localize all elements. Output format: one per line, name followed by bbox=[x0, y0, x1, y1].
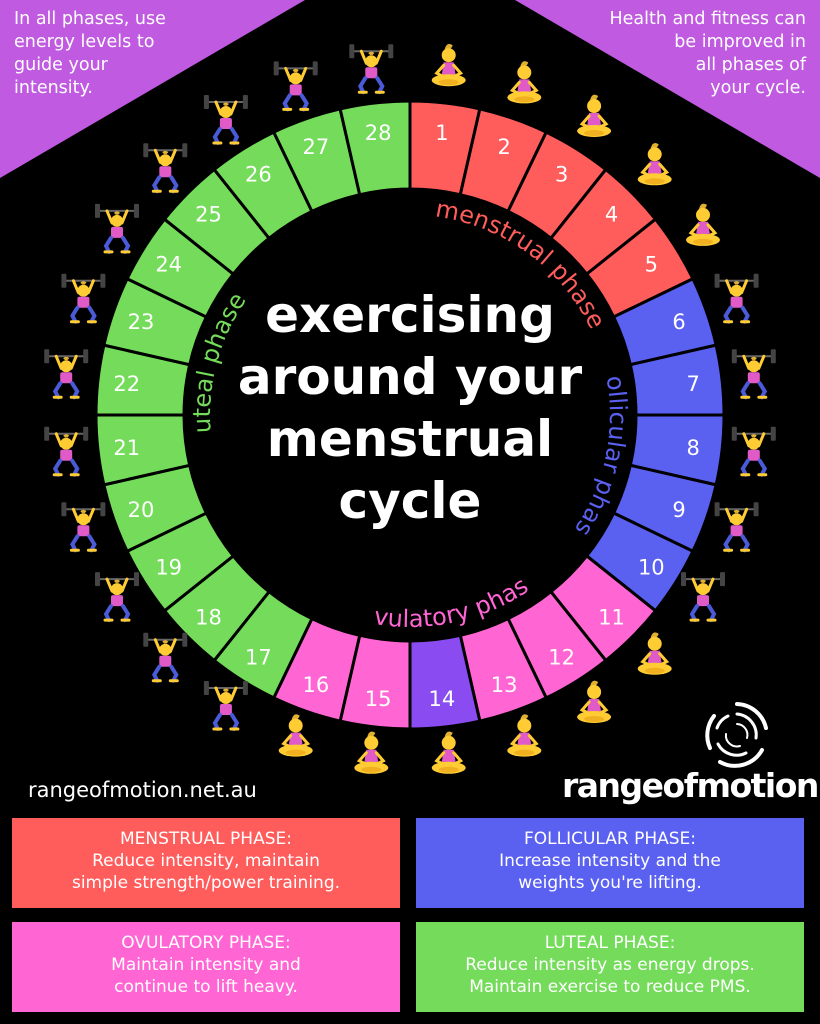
note-line: guide your bbox=[14, 55, 108, 75]
box-line: continue to lift heavy. bbox=[114, 977, 298, 997]
luteal-phase-box: LUTEAL PHASE: Reduce intensity as energy… bbox=[416, 922, 804, 1012]
meditation-icon bbox=[507, 714, 542, 757]
day-number: 12 bbox=[548, 645, 575, 669]
day-number: 8 bbox=[687, 436, 700, 460]
top-left-corner-banner bbox=[0, 0, 305, 178]
top-right-corner-banner bbox=[515, 0, 820, 178]
brand-name: rangeofmotion bbox=[562, 766, 819, 805]
day-number: 15 bbox=[365, 687, 392, 711]
website-url: rangeofmotion.net.au bbox=[28, 778, 257, 802]
box-title: LUTEAL PHASE: bbox=[544, 933, 676, 953]
note-line: your cycle. bbox=[710, 78, 806, 98]
top-left-note: In all phases, use energy levels to guid… bbox=[14, 8, 166, 100]
weightlifter-icon bbox=[61, 273, 106, 324]
weightlifter-icon bbox=[731, 426, 776, 477]
day-number: 11 bbox=[598, 606, 625, 630]
day-number: 19 bbox=[155, 556, 182, 580]
day-number: 22 bbox=[113, 372, 140, 396]
day-number: 28 bbox=[365, 121, 392, 145]
weightlifter-icon bbox=[203, 95, 248, 145]
title-line: around your bbox=[238, 348, 583, 406]
day-number: 17 bbox=[245, 645, 272, 669]
title-line: menstrual bbox=[267, 410, 553, 468]
day-number: 14 bbox=[429, 687, 456, 711]
meditation-icon bbox=[637, 142, 672, 186]
weightlifter-icon bbox=[44, 426, 89, 477]
day-number: 16 bbox=[303, 673, 330, 697]
weightlifter-icon bbox=[349, 44, 394, 95]
weightlifter-icon bbox=[61, 502, 106, 553]
day-number: 10 bbox=[638, 556, 665, 580]
day-number: 25 bbox=[195, 202, 222, 226]
meditation-icon bbox=[278, 714, 313, 757]
note-line: intensity. bbox=[14, 78, 93, 98]
weightlifter-icon bbox=[714, 273, 759, 324]
meditation-icon bbox=[686, 203, 720, 246]
day-number: 9 bbox=[672, 498, 685, 522]
day-segment-28 bbox=[338, 99, 412, 197]
note-line: all phases of bbox=[695, 55, 806, 75]
weightlifter-icon bbox=[273, 61, 318, 112]
day-number: 1 bbox=[435, 121, 448, 145]
follicular-phase-box: FOLLICULAR PHASE: Increase intensity and… bbox=[416, 818, 804, 908]
box-line: simple strength/power training. bbox=[71, 873, 341, 893]
weightlifter-icon bbox=[95, 572, 139, 623]
day-number: 7 bbox=[687, 372, 700, 396]
cycle-ring: 1234567891011121314151617181920212223242… bbox=[94, 99, 726, 731]
box-title: OVULATORY PHASE: bbox=[121, 933, 291, 953]
meditation-icon bbox=[577, 94, 612, 137]
day-number: 5 bbox=[645, 252, 658, 276]
day-number: 6 bbox=[672, 310, 685, 334]
day-number: 26 bbox=[245, 163, 272, 187]
weightlifter-icon bbox=[714, 502, 759, 553]
activity-icons bbox=[44, 43, 776, 774]
box-line: Maintain exercise to reduce PMS. bbox=[469, 977, 751, 997]
weightlifter-icon bbox=[731, 349, 776, 400]
box-line: weights you're lifting. bbox=[518, 873, 702, 893]
meditation-icon bbox=[354, 731, 389, 774]
day-number: 23 bbox=[128, 310, 155, 334]
meditation-icon bbox=[507, 61, 542, 104]
day-number: 4 bbox=[605, 202, 618, 226]
weightlifter-icon bbox=[44, 349, 89, 400]
weightlifter-icon bbox=[143, 632, 188, 683]
day-number: 2 bbox=[497, 135, 510, 159]
meditation-icon bbox=[431, 731, 466, 774]
title-line: cycle bbox=[339, 472, 482, 530]
meditation-icon bbox=[577, 680, 612, 723]
box-title: FOLLICULAR PHASE: bbox=[523, 829, 697, 849]
weightlifter-icon bbox=[203, 681, 248, 731]
day-number: 21 bbox=[113, 436, 140, 460]
day-number: 18 bbox=[195, 606, 222, 630]
box-line: Reduce intensity as energy drops. bbox=[465, 955, 755, 975]
note-line: energy levels to bbox=[14, 32, 155, 52]
rangeofmotion-logo-icon bbox=[705, 702, 768, 768]
title-line: exercising bbox=[265, 286, 555, 344]
menstrual-phase-box: MENSTRUAL PHASE: Reduce intensity, maint… bbox=[12, 818, 400, 908]
weightlifter-icon bbox=[143, 143, 188, 194]
ovulatory-phase-box: OVULATORY PHASE: Maintain intensity and … bbox=[12, 922, 400, 1012]
day-number: 13 bbox=[491, 673, 518, 697]
meditation-icon bbox=[637, 632, 672, 675]
box-line: Reduce intensity, maintain bbox=[92, 851, 320, 871]
weightlifter-icon bbox=[95, 203, 139, 254]
top-right-note: Health and fitness can be improved in al… bbox=[610, 8, 807, 100]
box-line: Maintain intensity and bbox=[111, 955, 301, 975]
day-number: 27 bbox=[303, 135, 330, 159]
box-line: Increase intensity and the bbox=[499, 851, 721, 871]
note-line: Health and fitness can bbox=[609, 9, 807, 29]
note-line: be improved in bbox=[674, 32, 806, 52]
box-title: MENSTRUAL PHASE: bbox=[120, 829, 292, 849]
meditation-icon bbox=[431, 43, 466, 87]
note-line: In all phases, use bbox=[14, 9, 166, 29]
day-number: 3 bbox=[555, 163, 568, 187]
weightlifter-icon bbox=[681, 572, 725, 623]
day-number: 20 bbox=[128, 498, 155, 522]
day-number: 24 bbox=[155, 252, 182, 276]
